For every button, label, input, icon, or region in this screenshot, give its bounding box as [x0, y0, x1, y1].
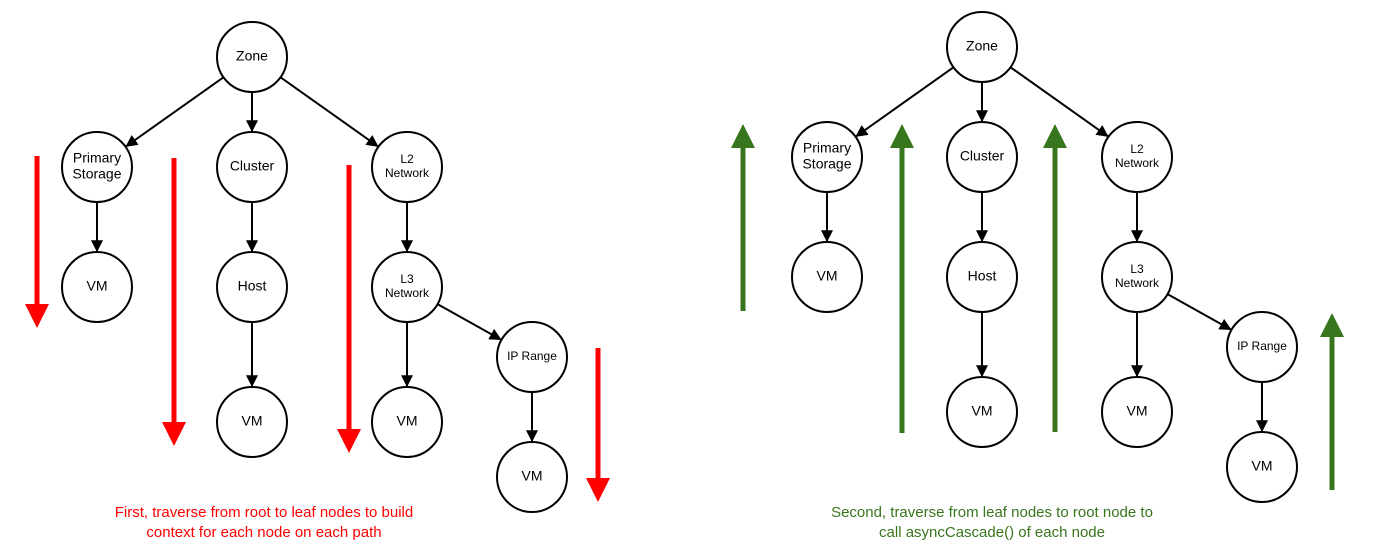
node-label: L2 — [400, 152, 414, 166]
down-arrow-1-head — [25, 304, 49, 328]
left-tree-node-zone: Zone — [216, 21, 288, 93]
node-circle — [61, 251, 133, 323]
left-tree-node-vm-host: VM — [216, 386, 288, 458]
traversal-arrows-layer — [25, 124, 1344, 502]
node-label: VM — [522, 468, 543, 484]
node-label: Host — [238, 278, 267, 294]
node-label: Primary — [73, 150, 121, 166]
right-tree-node-vm-storage: VM — [791, 241, 863, 313]
left-tree-node-cluster: Cluster — [216, 131, 288, 203]
node-circle — [371, 131, 443, 203]
node-label: Zone — [236, 48, 268, 64]
node-circle — [1226, 431, 1298, 503]
up-arrow-1-head — [731, 124, 755, 148]
down-arrow-4-head — [586, 478, 610, 502]
node-label: IP Range — [507, 349, 557, 363]
node-label: Storage — [802, 156, 851, 172]
node-circle — [1101, 376, 1173, 448]
node-label: Zone — [966, 38, 998, 54]
node-label: Storage — [72, 166, 121, 182]
node-label: L3 — [400, 272, 414, 286]
node-label: Host — [968, 268, 997, 284]
node-label: IP Range — [1237, 339, 1287, 353]
up-arrow-2-head — [890, 124, 914, 148]
caption-leaf-to-root: Second, traverse from leaf nodes to root… — [831, 504, 1153, 541]
up-arrow-3-head — [1043, 124, 1067, 148]
left-tree-node-vm-storage: VM — [61, 251, 133, 323]
node-circle — [1226, 311, 1298, 383]
node-label: VM — [87, 278, 108, 294]
node-label: L3 — [1130, 262, 1144, 276]
node-circle — [371, 251, 443, 323]
node-circle — [496, 321, 568, 393]
node-circle — [1101, 241, 1173, 313]
node-circle — [371, 386, 443, 458]
right-tree-edge-zone-to-primary-storage — [855, 66, 955, 137]
right-tree-node-vm-host: VM — [946, 376, 1018, 448]
node-label: VM — [972, 403, 993, 419]
node-circle — [61, 131, 133, 203]
node-circle — [946, 11, 1018, 83]
node-circle — [791, 121, 863, 193]
node-label: Cluster — [960, 148, 1005, 164]
left-tree-node-vm-ip-range: VM — [496, 441, 568, 513]
node-label: VM — [397, 413, 418, 429]
node-label: Network — [385, 166, 430, 180]
node-label: L2 — [1130, 142, 1144, 156]
node-circle — [496, 441, 568, 513]
node-label: VM — [1252, 458, 1273, 474]
right-tree-node-vm-ip-range: VM — [1226, 431, 1298, 503]
node-circle — [946, 376, 1018, 448]
node-label: Network — [385, 286, 430, 300]
down-arrow-2-head — [162, 422, 186, 446]
node-circle — [791, 241, 863, 313]
right-tree-node-cluster: Cluster — [946, 121, 1018, 193]
node-circle — [946, 121, 1018, 193]
node-label: VM — [242, 413, 263, 429]
up-arrow-4-head — [1320, 313, 1344, 337]
node-circle — [216, 131, 288, 203]
node-circle — [1101, 121, 1173, 193]
down-arrow-3-head — [337, 429, 361, 453]
right-tree-node-host: Host — [946, 241, 1018, 313]
left-tree-node-vm-l3: VM — [371, 386, 443, 458]
node-label: Primary — [803, 140, 851, 156]
node-label: Network — [1115, 156, 1160, 170]
node-label: Network — [1115, 276, 1160, 290]
node-circle — [216, 386, 288, 458]
node-circle — [216, 21, 288, 93]
node-circle — [946, 241, 1018, 313]
left-tree-edge-l3-network-to-ip-range — [437, 303, 502, 341]
left-tree-edge-zone-to-l2-network — [279, 76, 379, 147]
edges-layer — [91, 66, 1268, 443]
right-tree-node-zone: Zone — [946, 11, 1018, 83]
caption-root-to-leaf: First, traverse from root to leaf nodes … — [114, 504, 414, 541]
left-tree-edge-zone-to-primary-storage — [125, 76, 225, 147]
left-tree-node-ip-range: IP Range — [496, 321, 568, 393]
right-tree-node-vm-l3: VM — [1101, 376, 1173, 448]
node-label: VM — [1127, 403, 1148, 419]
left-tree-node-host: Host — [216, 251, 288, 323]
right-tree-edge-l3-network-to-ip-range — [1167, 293, 1232, 331]
right-tree-edge-zone-to-l2-network — [1009, 66, 1109, 137]
node-circle — [216, 251, 288, 323]
node-label: Cluster — [230, 158, 275, 174]
right-tree-node-ip-range: IP Range — [1226, 311, 1298, 383]
node-label: VM — [817, 268, 838, 284]
